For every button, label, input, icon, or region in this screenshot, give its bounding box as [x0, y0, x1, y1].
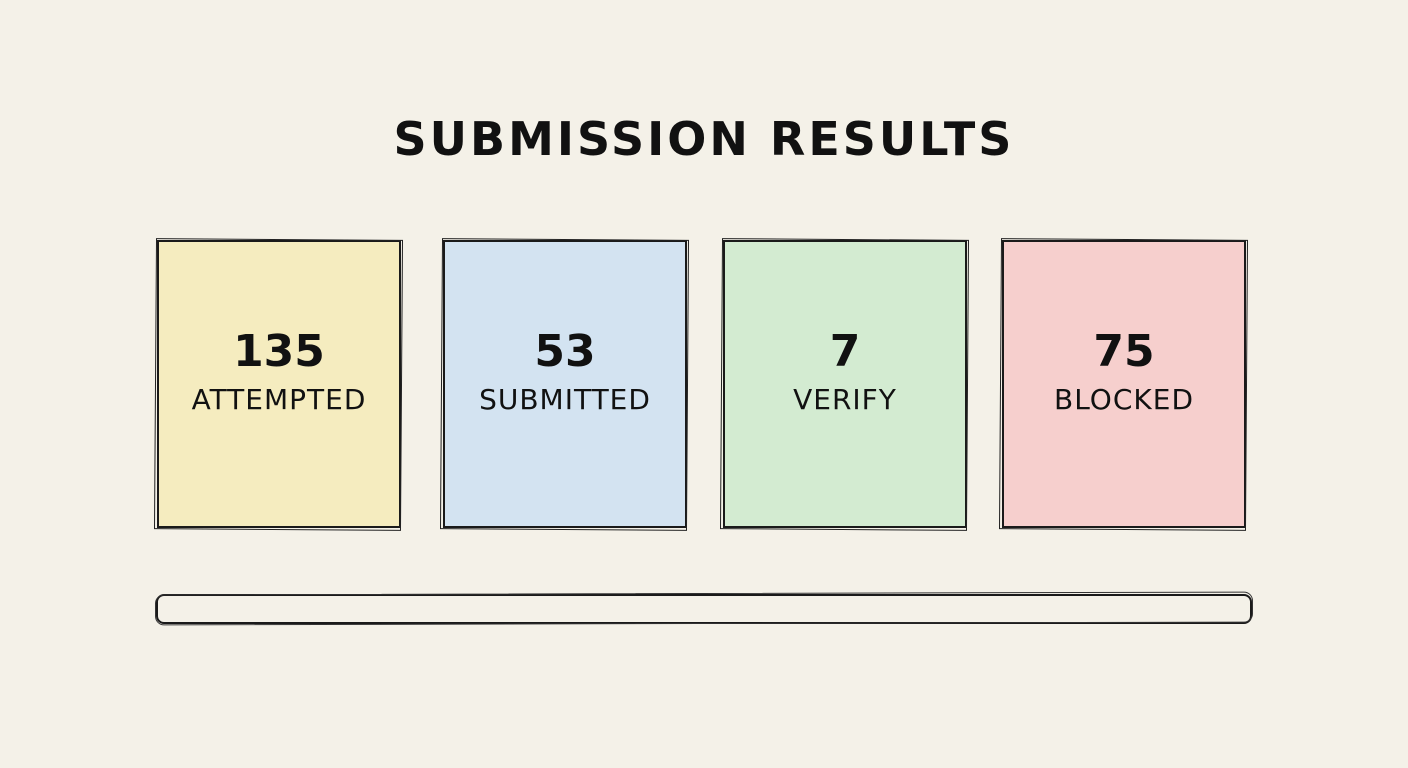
stat-card-blocked: 75 BLOCKED: [1002, 240, 1246, 528]
stat-label: SUBMITTED: [479, 383, 651, 416]
stat-label: ATTEMPTED: [191, 383, 367, 416]
stat-label: BLOCKED: [1053, 383, 1194, 416]
page-title: SUBMISSION RESULTS: [393, 112, 1015, 166]
stat-card-attempted: 135 ATTEMPTED: [157, 240, 401, 528]
stat-value: 75: [1093, 326, 1155, 377]
stat-label: VERIFY: [793, 383, 897, 416]
stat-value: 53: [534, 326, 596, 377]
stat-value: 7: [829, 326, 861, 377]
progress-bar: [156, 594, 1252, 624]
stat-value: 135: [233, 326, 325, 377]
stat-card-submitted: 53 SUBMITTED: [443, 240, 687, 528]
stat-card-verify: 7 VERIFY: [723, 240, 967, 528]
